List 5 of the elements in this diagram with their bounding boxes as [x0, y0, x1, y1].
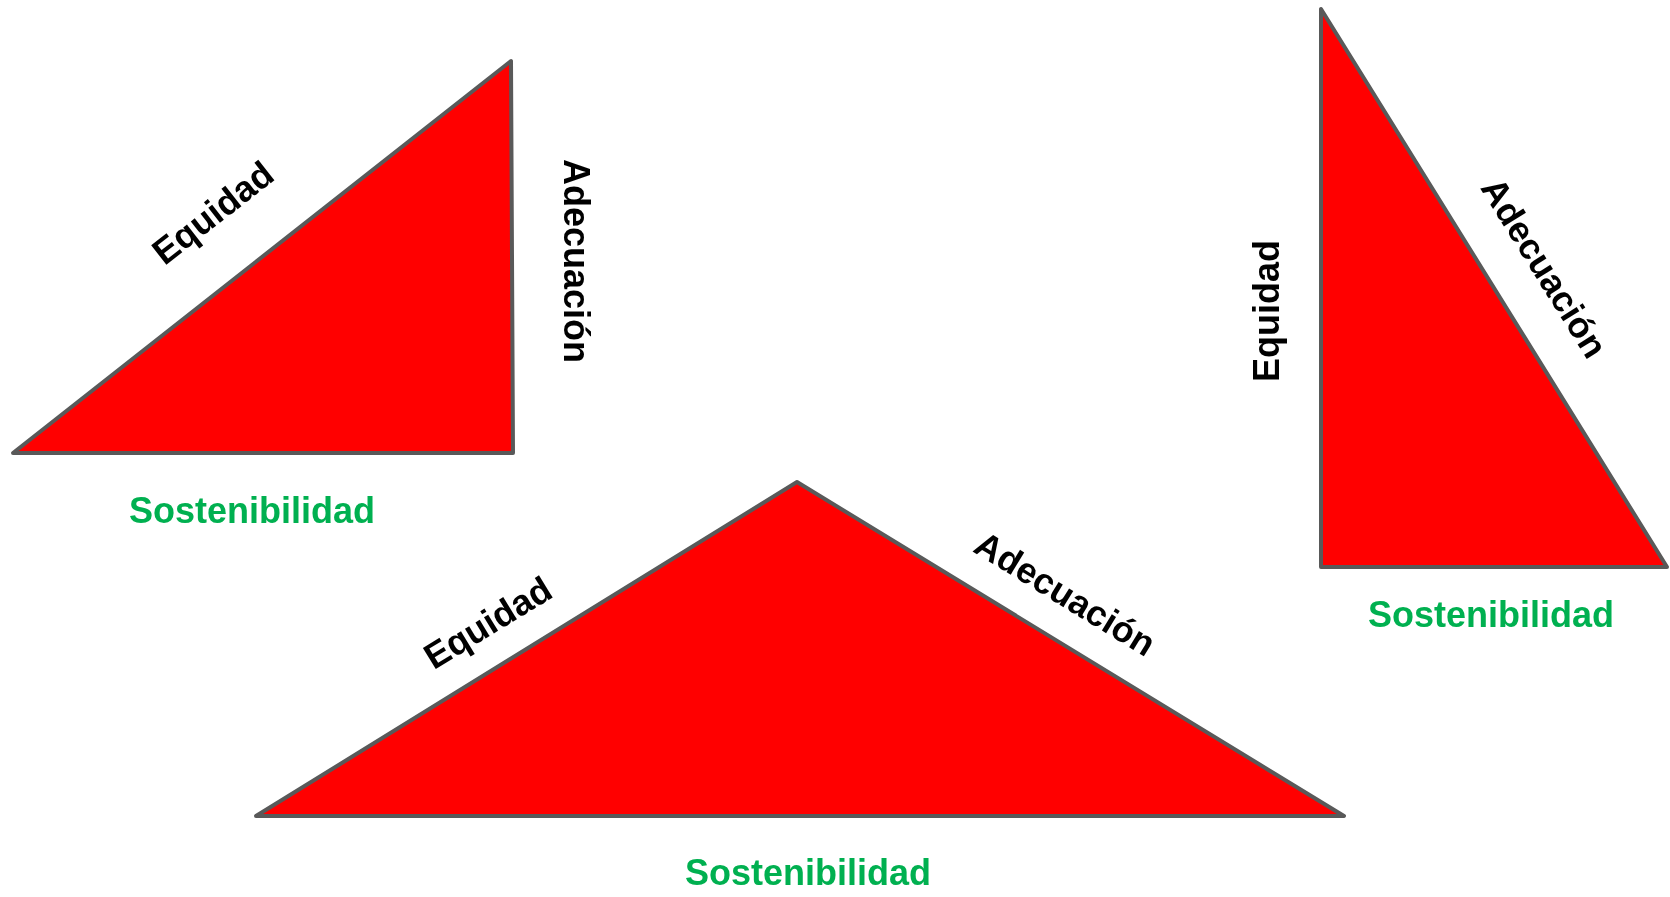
- side-label: Equidad: [1249, 240, 1285, 382]
- side-label: Adecuación: [558, 159, 594, 363]
- base-label: Sostenibilidad: [1368, 597, 1614, 633]
- base-label: Sostenibilidad: [685, 855, 931, 891]
- base-label: Sostenibilidad: [129, 493, 375, 529]
